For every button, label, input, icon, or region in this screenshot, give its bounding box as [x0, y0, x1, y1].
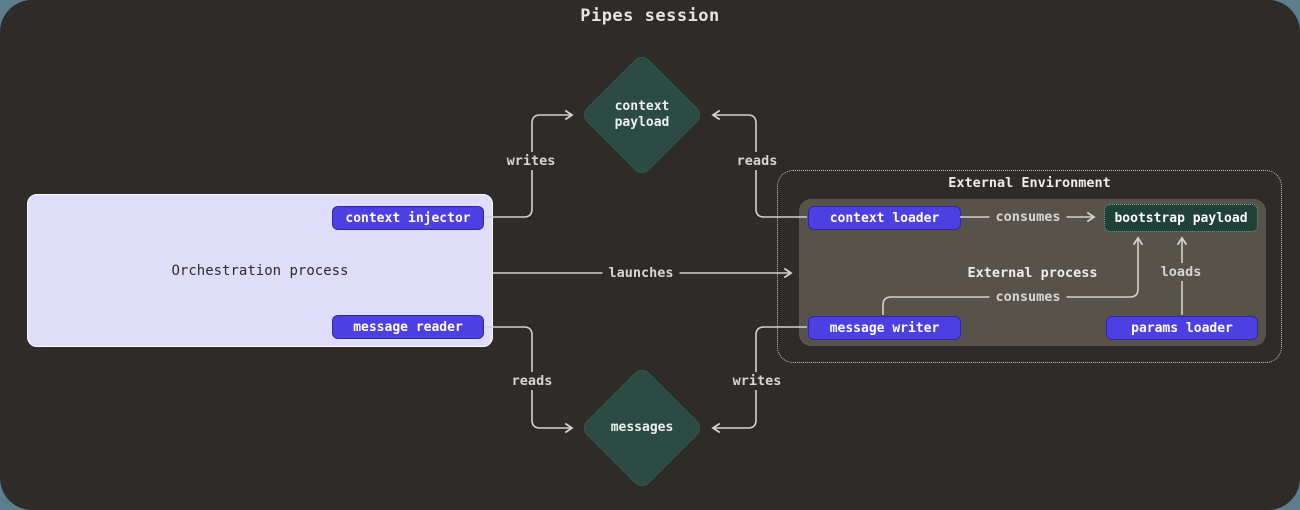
edge-label-writes-top: writes [500, 152, 562, 170]
edge-label-reads-top: reads [730, 152, 784, 170]
diagram-title: Pipes session [580, 6, 720, 26]
edge-label-writes-bottom: writes [726, 372, 788, 390]
orchestration-process-box: Orchestration process context injector m… [27, 194, 493, 347]
orchestration-process-label: Orchestration process [171, 262, 349, 279]
edge-label-launches: launches [602, 264, 680, 282]
messages-label: messages [610, 419, 674, 435]
context-loader-button[interactable]: context loader [808, 206, 961, 230]
bootstrap-payload-node: bootstrap payload [1104, 204, 1258, 232]
edge-label-loads: loads [1154, 263, 1208, 281]
params-loader-button[interactable]: params loader [1106, 316, 1258, 340]
edge-label-reads-bottom: reads [505, 372, 559, 390]
messages-node: messages [579, 365, 705, 491]
context-injector-button[interactable]: context injector [332, 206, 484, 230]
message-writer-button[interactable]: message writer [808, 316, 961, 340]
message-reader-button[interactable]: message reader [332, 315, 484, 339]
edge-label-consumes-top: consumes [989, 208, 1067, 226]
context-payload-label: context payload [614, 98, 670, 130]
context-payload-node: context payload [579, 52, 705, 178]
external-environment-label: External Environment [948, 175, 1111, 191]
edge-label-consumes-bottom: consumes [989, 288, 1067, 306]
